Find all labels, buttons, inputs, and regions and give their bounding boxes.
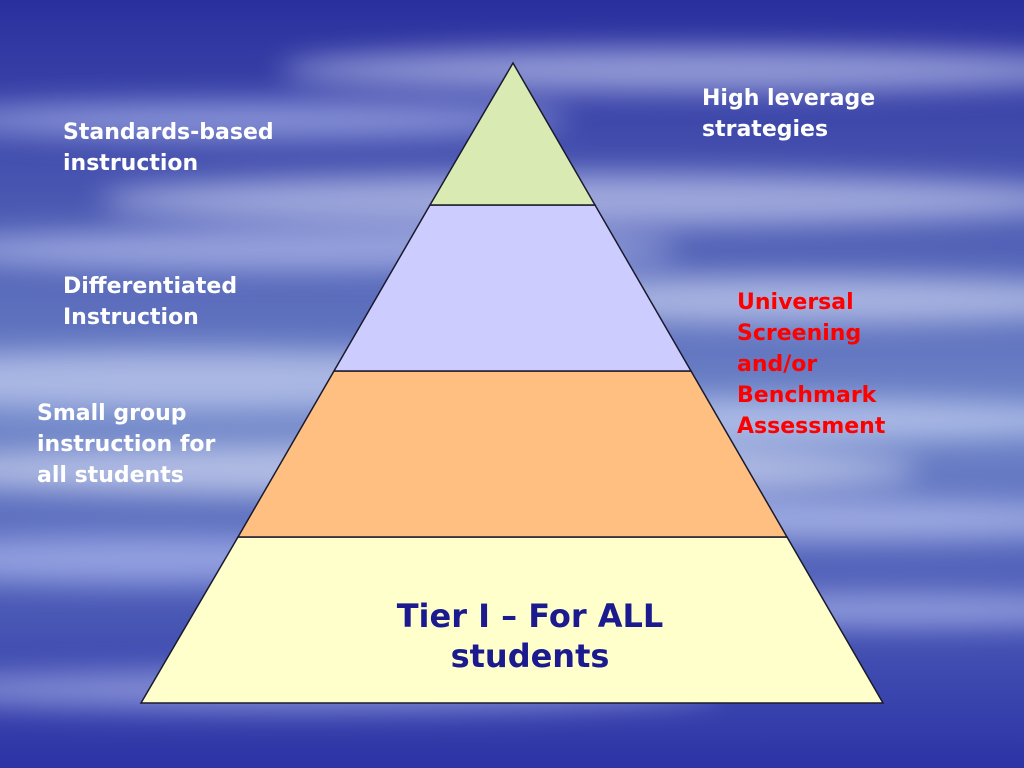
standards-based-label: Standards-based instruction: [63, 117, 274, 179]
tier-caption-line: Tier I – For ALL: [396, 597, 664, 635]
label-line: Assessment: [737, 414, 886, 439]
label-line: strategies: [702, 117, 829, 142]
label-line: Small group: [37, 401, 187, 426]
tier-one-caption: Tier I – For ALL students: [330, 596, 730, 676]
label-line: Standards-based: [63, 120, 274, 145]
universal-screening-label: Universal Screening and/or Benchmark Ass…: [737, 287, 885, 442]
differentiated-instruction-label: Differentiated Instruction: [63, 271, 237, 333]
label-line: Universal: [737, 290, 854, 315]
tier-3-band: [332, 204, 693, 372]
high-leverage-label: High leverage strategies: [702, 83, 875, 145]
tier-caption-line: students: [450, 637, 610, 675]
label-line: Instruction: [63, 305, 199, 330]
label-line: instruction for: [37, 432, 216, 457]
small-group-label: Small group instruction for all students: [37, 398, 215, 491]
label-line: and/or: [737, 352, 818, 377]
tier-4-apex: [428, 61, 597, 206]
label-line: all students: [37, 463, 184, 488]
label-line: High leverage: [702, 86, 876, 111]
label-line: instruction: [63, 151, 199, 176]
label-line: Differentiated: [63, 274, 238, 299]
label-line: Benchmark: [737, 383, 877, 408]
label-line: Screening: [737, 321, 862, 346]
tier-2-band: [236, 370, 789, 538]
